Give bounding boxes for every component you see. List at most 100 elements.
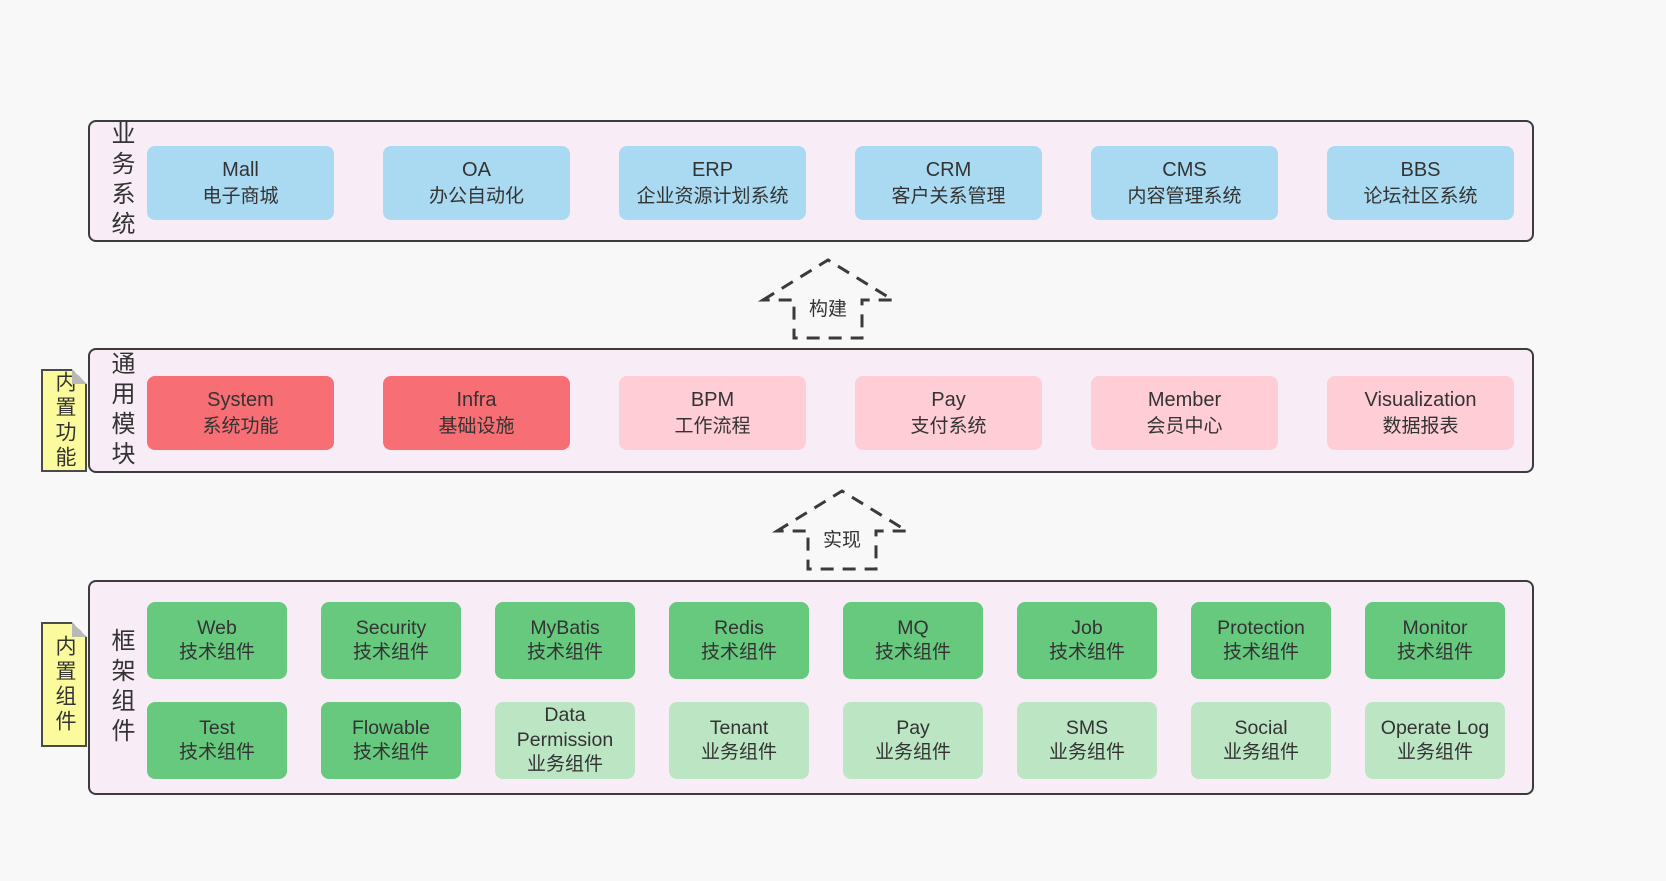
box-subtitle: 技术组件 (1048, 641, 1125, 663)
box-title: Pay (896, 716, 930, 739)
framework-box-redis: Redis 技术组件 (669, 602, 809, 679)
box-subtitle: 工作流程 (674, 415, 751, 437)
business-box-erp: ERP 企业资源计划系统 (619, 146, 806, 220)
module-box-infra: Infra 基础设施 (383, 376, 570, 450)
box-subtitle: 会员中心 (1146, 415, 1223, 437)
framework-box-protection: Protection 技术组件 (1191, 602, 1331, 679)
folded-corner-icon (72, 369, 87, 384)
box-subtitle: 技术组件 (352, 641, 429, 663)
framework-box-data-permission: Data Permission 业务组件 (495, 702, 635, 779)
box-subtitle: 电子商城 (202, 185, 279, 207)
builtin-components-sticky-note: 内置组件 (41, 622, 87, 747)
box-title: Security (355, 616, 427, 639)
box-title: BPM (690, 388, 735, 411)
folded-corner-icon (72, 622, 87, 637)
box-title: Job (1071, 616, 1103, 639)
module-box-system: System 系统功能 (147, 376, 334, 450)
box-title: SMS (1065, 716, 1109, 739)
box-subtitle: 客户关系管理 (891, 185, 1006, 207)
box-title: Redis (714, 616, 764, 639)
box-title: Pay (931, 388, 966, 411)
box-subtitle: 论坛社区系统 (1363, 185, 1478, 207)
framework-components-label: 框架组件 (107, 627, 134, 748)
sticky-note-text: 内置组件 (53, 634, 76, 735)
framework-box-sms: SMS 业务组件 (1017, 702, 1157, 779)
box-title: Test (199, 716, 235, 739)
box-title: BBS (1400, 158, 1441, 181)
framework-box-mq: MQ 技术组件 (843, 602, 983, 679)
box-subtitle: 系统功能 (202, 415, 279, 437)
framework-row-2: Test 技术组件 Flowable 技术组件 Data Permission … (147, 702, 1505, 779)
box-subtitle: 数据报表 (1382, 415, 1459, 437)
framework-box-web: Web 技术组件 (147, 602, 287, 679)
box-subtitle: 技术组件 (1396, 641, 1473, 663)
framework-box-test: Test 技术组件 (147, 702, 287, 779)
box-title: Infra (456, 388, 497, 411)
box-subtitle: 技术组件 (352, 741, 429, 763)
box-subtitle: 技术组件 (178, 641, 255, 663)
box-subtitle: 技术组件 (1222, 641, 1299, 663)
box-title: CRM (925, 158, 972, 181)
box-title: Mall (222, 158, 259, 181)
business-systems-panel: 业务系统 Mall 电子商城 OA 办公自动化 ERP 企业资源计划系统 CRM… (88, 120, 1534, 242)
box-title: Monitor (1402, 616, 1468, 639)
box-title: MyBatis (530, 616, 600, 639)
framework-box-tenant: Tenant 业务组件 (669, 702, 809, 779)
box-subtitle: 技术组件 (526, 641, 603, 663)
box-subtitle: 办公自动化 (428, 185, 524, 207)
framework-box-monitor: Monitor 技术组件 (1365, 602, 1505, 679)
framework-box-security: Security 技术组件 (321, 602, 461, 679)
box-title: Member (1147, 388, 1222, 411)
up-arrow-icon (772, 489, 912, 571)
box-subtitle: 技术组件 (874, 641, 951, 663)
business-box-mall: Mall 电子商城 (147, 146, 334, 220)
framework-box-mybatis: MyBatis 技术组件 (495, 602, 635, 679)
box-title: MQ (897, 616, 929, 639)
box-title: Protection (1217, 616, 1305, 639)
framework-row-1: Web 技术组件 Security 技术组件 MyBatis 技术组件 Redi… (147, 602, 1505, 679)
common-modules-panel: 内置功能 通用模块 System 系统功能 Infra 基础设施 BPM 工作流… (41, 348, 1534, 473)
framework-box-pay: Pay 业务组件 (843, 702, 983, 779)
box-subtitle: 业务组件 (1396, 741, 1473, 763)
box-subtitle: 技术组件 (700, 641, 777, 663)
business-systems-label: 业务系统 (107, 121, 134, 241)
business-box-cms: CMS 内容管理系统 (1091, 146, 1278, 220)
box-subtitle: 支付系统 (910, 415, 987, 437)
framework-box-flowable: Flowable 技术组件 (321, 702, 461, 779)
module-box-bpm: BPM 工作流程 (619, 376, 806, 450)
framework-components-panel: 内置组件 框架组件 Web 技术组件 Security 技术组件 MyBatis… (41, 580, 1534, 795)
box-title: Web (197, 616, 237, 639)
box-title: Social (1234, 716, 1288, 739)
business-box-bbs: BBS 论坛社区系统 (1327, 146, 1514, 220)
module-box-member: Member 会员中心 (1091, 376, 1278, 450)
business-box-crm: CRM 客户关系管理 (855, 146, 1042, 220)
build-arrow: 构建 (758, 256, 898, 342)
box-title: System (207, 388, 274, 411)
implement-arrow-label: 实现 (818, 525, 866, 552)
common-modules-label: 通用模块 (107, 350, 134, 471)
box-subtitle: 业务组件 (526, 754, 603, 776)
box-subtitle: 内容管理系统 (1127, 185, 1242, 207)
box-title: Data Permission (516, 704, 614, 752)
sticky-note-text: 内置功能 (53, 370, 76, 471)
framework-box-operate-log: Operate Log 业务组件 (1365, 702, 1505, 779)
business-box-oa: OA 办公自动化 (383, 146, 570, 220)
implement-arrow: 实现 (772, 487, 912, 573)
common-modules-row: System 系统功能 Infra 基础设施 BPM 工作流程 Pay 支付系统… (147, 376, 1514, 450)
box-title: Flowable (351, 716, 431, 739)
box-title: Tenant (709, 716, 769, 739)
framework-box-social: Social 业务组件 (1191, 702, 1331, 779)
box-subtitle: 基础设施 (438, 415, 515, 437)
module-box-pay: Pay 支付系统 (855, 376, 1042, 450)
box-subtitle: 业务组件 (700, 741, 777, 763)
up-arrow-icon (758, 258, 898, 340)
box-title: CMS (1162, 158, 1207, 181)
box-subtitle: 业务组件 (1222, 741, 1299, 763)
business-systems-row: Mall 电子商城 OA 办公自动化 ERP 企业资源计划系统 CRM 客户关系… (147, 146, 1514, 220)
build-arrow-label: 构建 (804, 294, 852, 321)
box-title: ERP (691, 158, 734, 181)
module-box-visualization: Visualization 数据报表 (1327, 376, 1514, 450)
box-subtitle: 业务组件 (874, 741, 951, 763)
box-title: Operate Log (1380, 716, 1490, 739)
framework-box-job: Job 技术组件 (1017, 602, 1157, 679)
